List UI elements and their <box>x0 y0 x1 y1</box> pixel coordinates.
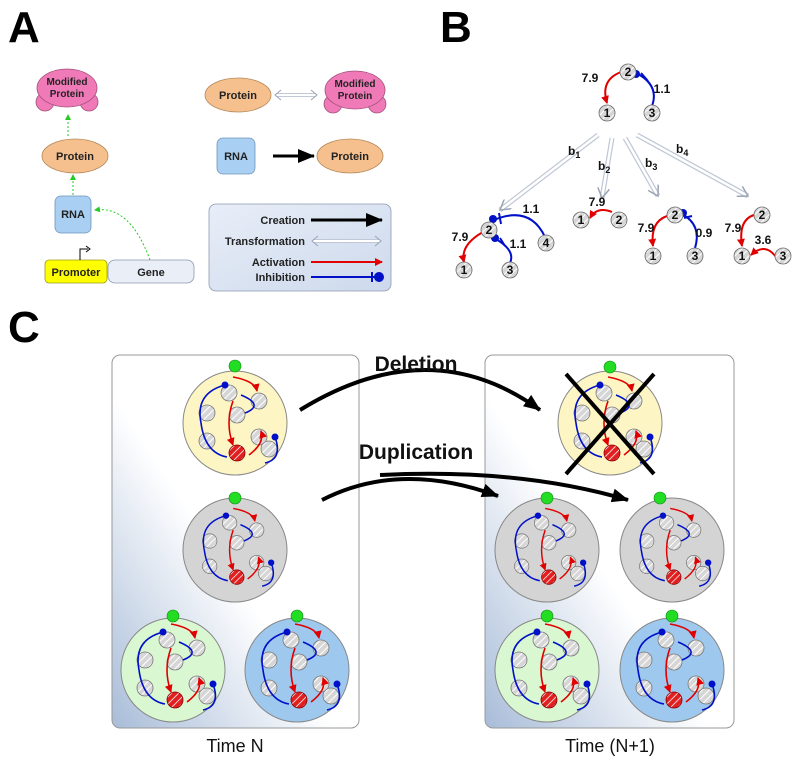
cell-gray-copy-2 <box>619 491 725 603</box>
time-n1-label: Time (N+1) <box>565 736 655 756</box>
legend-transformation: Transformation <box>225 236 305 248</box>
modified-right-line2: Protein <box>338 91 372 102</box>
svg-text:3.6: 3.6 <box>755 233 772 247</box>
modified-protein-line2: Protein <box>50 89 84 100</box>
svg-text:4: 4 <box>543 236 550 250</box>
rna-right-label: RNA <box>224 151 248 163</box>
creation-example: RNA Protein <box>216 137 384 175</box>
cell-green-time-n <box>120 609 226 723</box>
protein-right2-label: Protein <box>331 151 369 163</box>
gene-construct: Gene Promoter <box>44 245 195 284</box>
gene-label: Gene <box>137 267 165 279</box>
svg-text:3: 3 <box>780 249 787 263</box>
deletion-label: Deletion <box>375 353 458 376</box>
svg-text:1: 1 <box>650 249 657 263</box>
cell-yellow-deleted <box>557 360 663 476</box>
svg-text:2: 2 <box>759 208 766 222</box>
cell-gray-copy-1 <box>494 491 600 603</box>
rna-label: RNA <box>61 209 85 221</box>
svg-text:7.9: 7.9 <box>589 195 606 209</box>
svg-text:1.1: 1.1 <box>523 202 540 216</box>
svg-text:0.9: 0.9 <box>696 226 713 240</box>
svg-text:b1: b1 <box>568 144 580 160</box>
svg-text:1.1: 1.1 <box>510 237 527 251</box>
protein-label: Protein <box>56 151 94 163</box>
svg-text:2: 2 <box>616 213 623 227</box>
protein-node: Protein <box>41 138 109 174</box>
transformation-example: Protein Modified Protein <box>204 70 387 114</box>
duplication-arrow-1 <box>321 477 499 502</box>
cell-blue-time-n <box>244 609 350 723</box>
network-b2: 1 2 7.9 <box>572 195 628 229</box>
svg-text:2: 2 <box>672 208 679 222</box>
modified-protein-line1: Modified <box>46 77 87 88</box>
cell-blue-time-n1 <box>619 609 725 723</box>
network-top: 2 1 3 7.9 1.1 <box>582 63 671 122</box>
legend-creation: Creation <box>260 215 305 227</box>
panel-c: C Time N Time (N+1) <box>8 303 735 756</box>
svg-text:b4: b4 <box>676 142 688 158</box>
svg-text:3: 3 <box>507 263 514 277</box>
svg-text:7.9: 7.9 <box>452 230 469 244</box>
svg-text:3: 3 <box>692 249 699 263</box>
svg-text:1: 1 <box>578 213 585 227</box>
legend-inhibition: Inhibition <box>256 272 306 284</box>
time-n-label: Time N <box>206 736 263 756</box>
cell-green-time-n1 <box>494 609 600 723</box>
svg-text:1: 1 <box>604 106 611 120</box>
branch-arrows: b1 b2 b3 b4 <box>498 132 748 212</box>
deletion-arrow <box>298 368 542 412</box>
panel-a-letter: A <box>8 3 40 52</box>
legend: Creation Transformation Activation Inhib… <box>208 203 392 292</box>
transcription-dashed-arrow <box>94 206 151 261</box>
svg-text:7.9: 7.9 <box>725 221 742 235</box>
promoter-label: Promoter <box>52 267 102 279</box>
duplication-label: Duplication <box>359 441 473 464</box>
modified-protein-node: Modified Protein <box>35 68 99 112</box>
legend-activation: Activation <box>252 257 305 269</box>
transcription-start-icon <box>79 248 88 260</box>
network-b4: 2 1 3 7.9 3.6 <box>725 206 792 265</box>
protein-right-label: Protein <box>219 90 257 102</box>
svg-text:b2: b2 <box>598 159 610 175</box>
svg-text:3: 3 <box>649 106 656 120</box>
svg-text:2: 2 <box>486 223 493 237</box>
duplication-arrow-2 <box>379 471 629 503</box>
svg-text:1.1: 1.1 <box>654 82 671 96</box>
panel-b-letter: B <box>440 3 472 52</box>
network-b1: 2 1 3 4 7.9 1.1 1.1 <box>452 202 555 279</box>
svg-text:7.9: 7.9 <box>638 221 655 235</box>
panel-a: A Modified Protein Protein RNA Gene Prom… <box>8 3 392 292</box>
cell-yellow-time-n <box>182 359 288 476</box>
svg-text:7.9: 7.9 <box>582 71 599 85</box>
network-b3: 2 1 3 7.9 0.9 <box>638 206 713 265</box>
rna-node: RNA <box>54 195 92 234</box>
svg-text:b3: b3 <box>645 156 657 172</box>
panel-b: B 2 1 3 7.9 1.1 b1 b2 <box>440 3 792 279</box>
panel-c-letter: C <box>8 303 40 352</box>
svg-text:1: 1 <box>461 263 468 277</box>
signal-dot <box>228 359 242 373</box>
modified-right-line1: Modified <box>334 79 375 90</box>
svg-text:1: 1 <box>739 249 746 263</box>
svg-text:2: 2 <box>625 65 632 79</box>
cell-gray-time-n <box>182 491 288 603</box>
